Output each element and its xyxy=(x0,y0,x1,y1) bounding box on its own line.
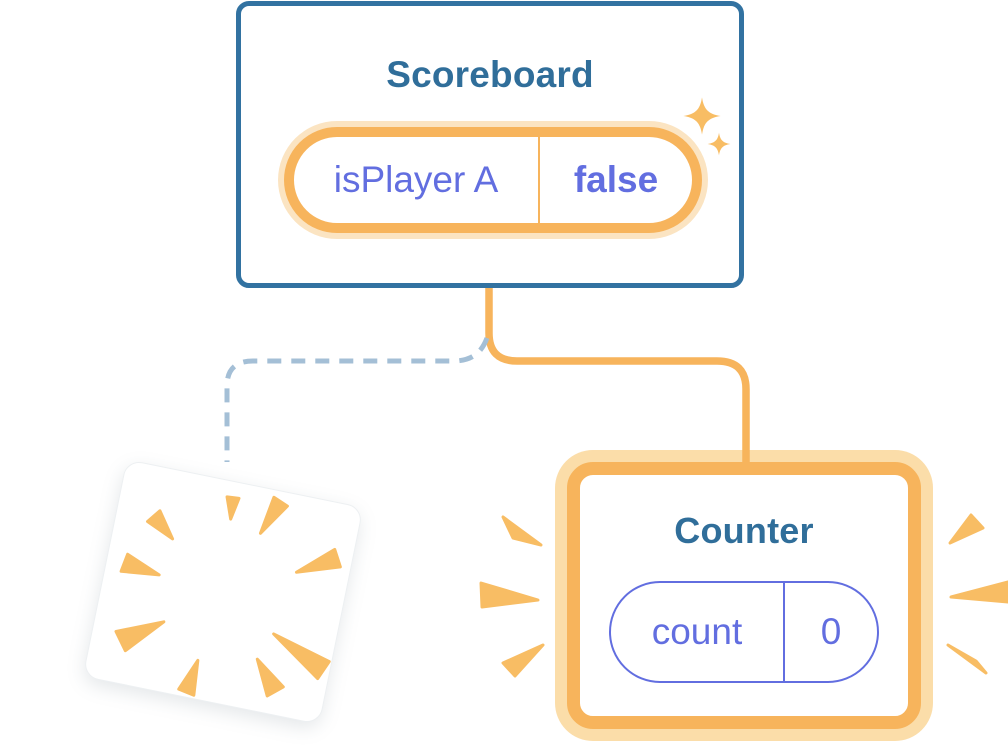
state-value: 0 xyxy=(820,611,842,652)
scoreboard-card: Scoreboard isPlayer A false xyxy=(236,1,744,288)
emphasis-mark-right-bottom xyxy=(946,643,988,675)
pill-divider xyxy=(783,583,785,681)
connector-removed-dashed-line xyxy=(224,337,490,462)
destroyed-card xyxy=(82,459,364,725)
counter-card: Counter count 0 xyxy=(567,462,921,729)
emphasis-mark-right-middle xyxy=(949,580,1008,604)
scoreboard-state-pill: isPlayer A false xyxy=(284,127,702,233)
state-label: isPlayer A xyxy=(333,159,499,200)
emphasis-mark-left-bottom xyxy=(501,643,545,678)
connector-kept-line xyxy=(485,288,750,472)
state-value: false xyxy=(573,159,659,200)
emphasis-mark-left-top xyxy=(501,515,543,547)
state-label: count xyxy=(651,611,743,652)
emphasis-mark-right-top xyxy=(948,513,985,545)
poof-burst-icon xyxy=(114,495,342,698)
counter-state-pill: count 0 xyxy=(609,581,879,683)
counter-title: Counter xyxy=(674,510,814,551)
pill-divider xyxy=(538,137,540,223)
emphasis-mark-left-middle xyxy=(479,581,540,609)
scoreboard-title: Scoreboard xyxy=(386,54,594,95)
